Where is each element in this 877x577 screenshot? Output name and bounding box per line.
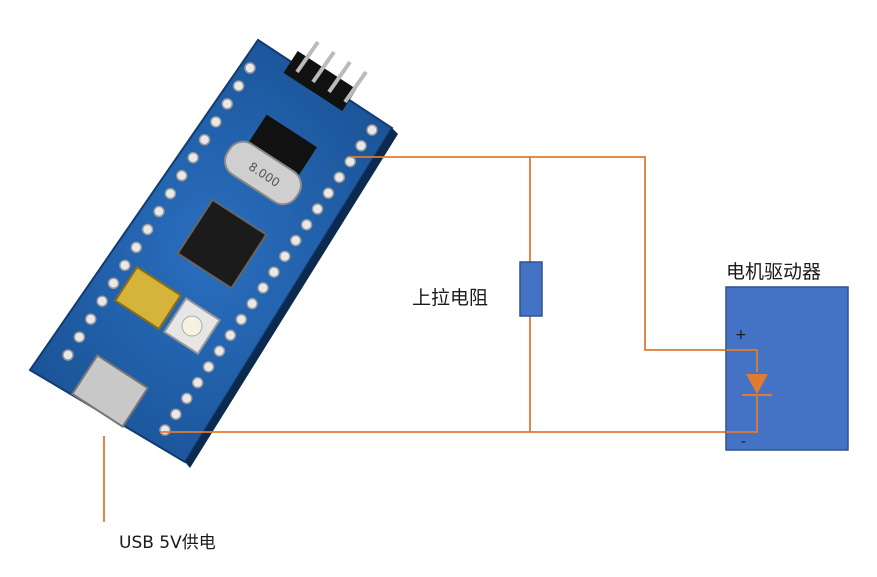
pin-hole-bottom [159,424,171,436]
pin-hole-bottom [224,329,237,342]
pin-hole-bottom [366,124,378,136]
board-pin-holes [62,62,378,436]
wire-ground [160,396,758,433]
pin-hole-bottom [311,203,324,215]
pin-hole-bottom [268,266,280,278]
pin-hole-top [176,169,188,182]
board-shadow [185,128,398,468]
pin-hole-bottom [181,392,193,405]
pin-hole-top [141,223,154,236]
pin-hole-top [96,295,108,307]
pin-hole-top [221,98,233,110]
pin-hole-top [232,80,245,92]
pin-hole-top [198,134,211,146]
optocoupler-led-icon [742,374,772,396]
reset-jumper [247,114,317,178]
pin-hole-bottom [300,218,313,231]
stm32-board: 8.000 [28,38,398,468]
pin-hole-top [164,187,177,200]
reset-button [162,296,222,356]
pin-hole-bottom [257,282,269,294]
mcu-chip [176,198,268,290]
pin-hole-bottom [322,187,335,199]
motor-driver-label: 电机驱动器 [726,261,822,283]
pin-hole-bottom [170,408,182,420]
pin-hole-bottom [246,297,258,310]
motor-driver-box [725,286,849,451]
pullup-resistor-label: 上拉电阻 [412,287,489,309]
pin-hole-top [73,331,86,343]
pin-hole-top [107,277,120,289]
pin-hole-bottom [333,171,346,184]
driver-internal-wires [726,349,758,433]
driver-minus-label: - [741,434,747,450]
pin-hole-top [62,349,74,361]
usb-power-label: USB 5V供电 [119,533,216,553]
pin-hole-bottom [191,376,204,389]
pin-hole-bottom [344,155,356,168]
pin-hole-bottom [289,234,302,247]
pin-hole-top [153,205,165,218]
pin-hole-bottom [202,361,215,373]
wire-pb9-signal [350,156,758,372]
crystal: 8.000 [223,140,303,206]
pin-hole-top [85,313,97,325]
pin-hole-top [187,151,199,164]
pin-hole-bottom [213,345,226,357]
pin-hole-bottom [235,313,248,326]
pin-hole-top [244,62,256,74]
pin-hole-top [210,116,222,128]
pin-hole-bottom [279,250,291,263]
pin-hole-top [119,259,131,272]
micro-usb-port [70,353,150,429]
pullup-resistor [519,261,543,317]
pin-hole-bottom [355,140,367,152]
boot-jumpers [113,265,183,331]
pin-header [283,40,368,111]
pin-hole-top [130,241,142,254]
driver-plus-label: + [735,327,747,343]
